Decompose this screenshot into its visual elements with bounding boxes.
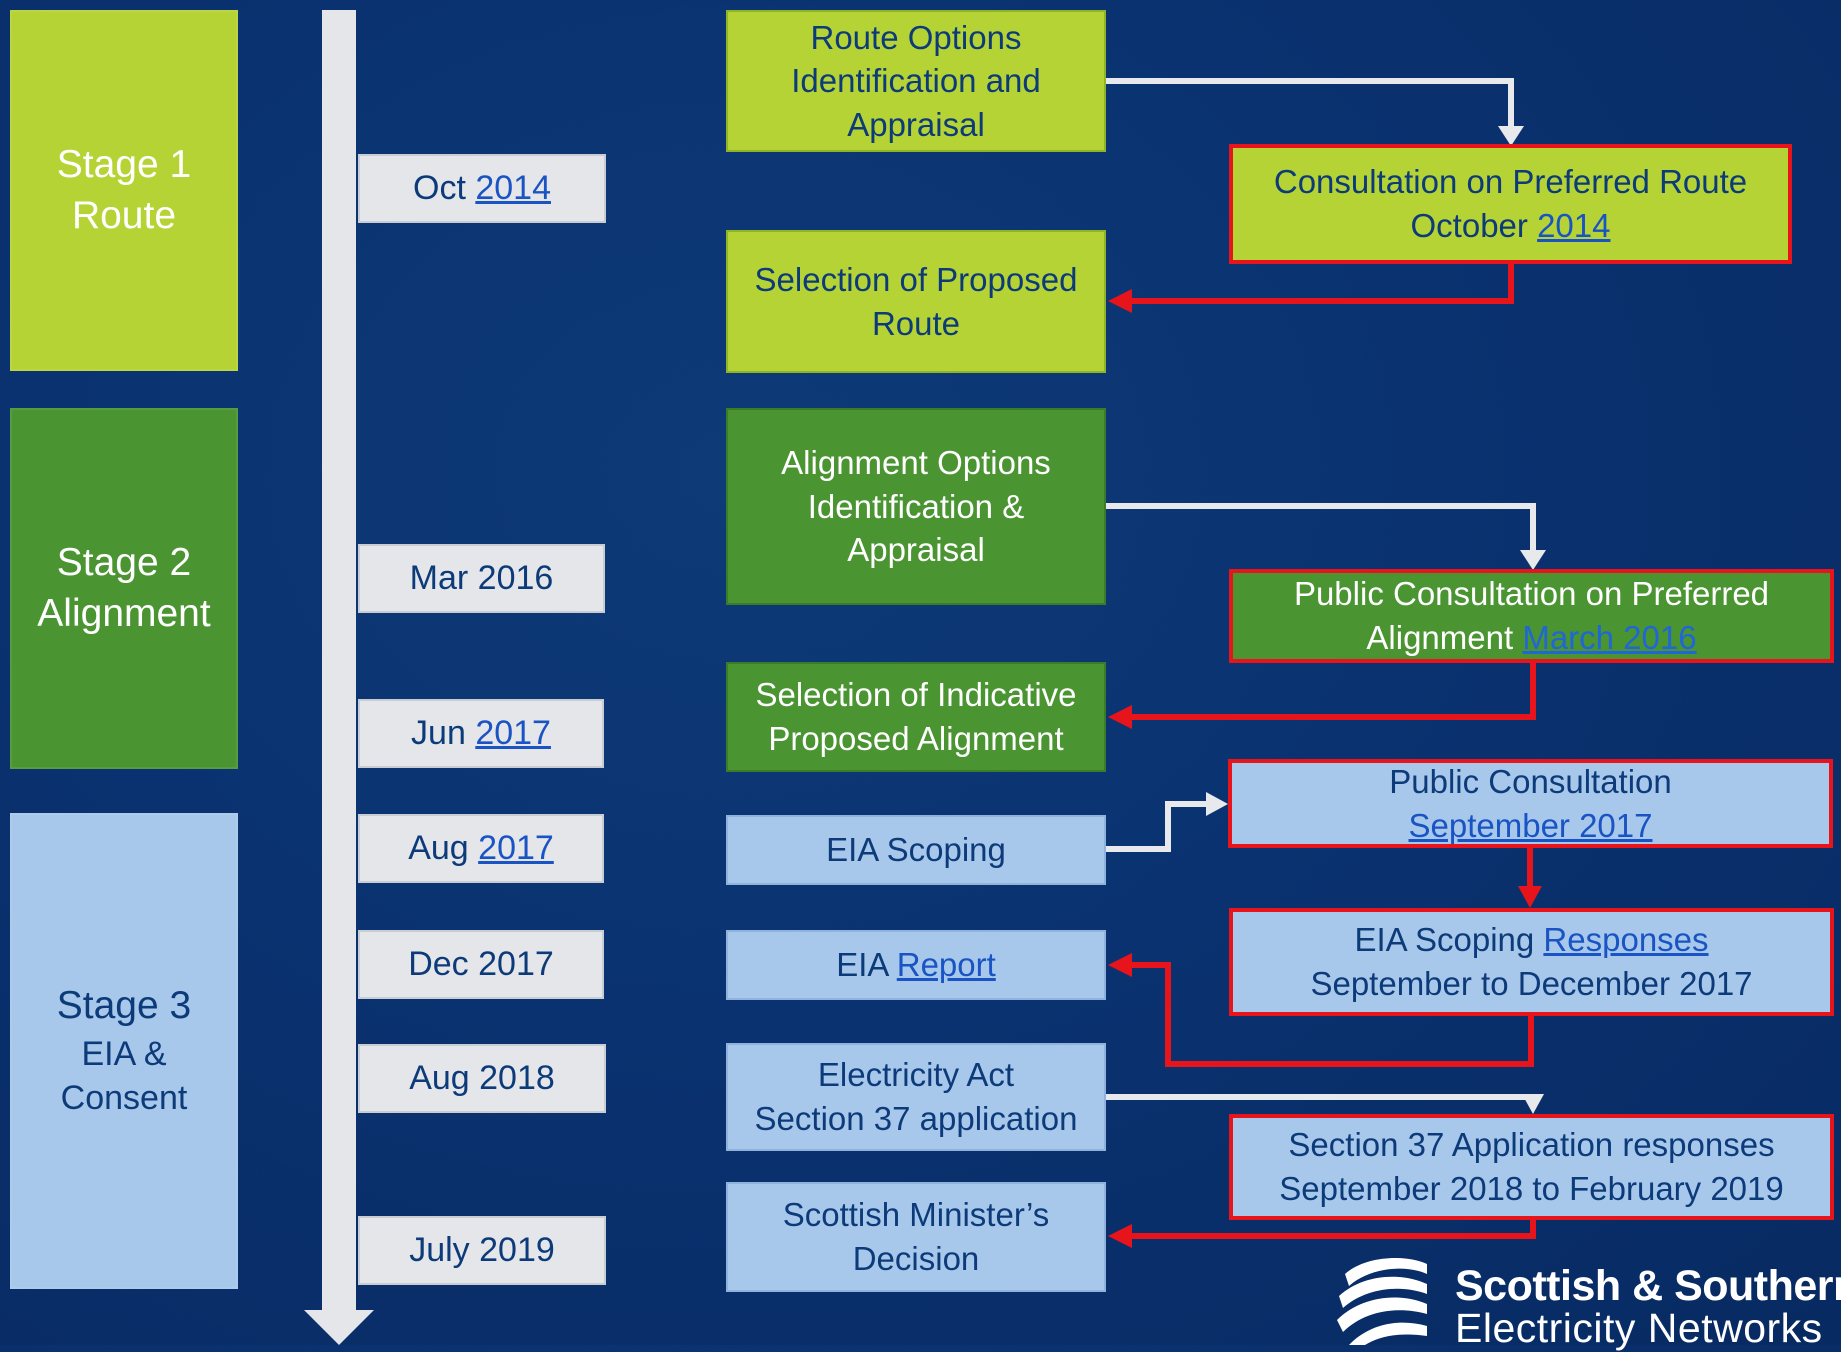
consultation-alignment-date-link[interactable]: March 2016 (1522, 619, 1697, 656)
eia-report-prefix: EIA (836, 946, 897, 984)
timeline-arrowhead (304, 1310, 374, 1345)
date-label: July 2019 (409, 1231, 555, 1270)
stage-1-box: Stage 1 Route (10, 10, 238, 371)
connector-public-consultation-arrowhead (1206, 792, 1228, 816)
consultation-route-title: Consultation on Preferred Route (1273, 163, 1748, 201)
date-year-link[interactable]: 2017 (475, 714, 551, 753)
logo-text-line2: Electricity Networks (1455, 1305, 1823, 1351)
date-jun-2017: Jun 2017 (358, 699, 604, 768)
alignment-options-box: Alignment Options Identification & Appra… (726, 408, 1106, 605)
date-mar-2016: Mar 2016 (358, 544, 605, 613)
consultation-preferred-route-box: Consultation on Preferred Route October … (1229, 144, 1792, 264)
public-consultation-date-link[interactable]: September 2017 (1408, 806, 1653, 844)
connector-consultation-to-selection-alignment (1130, 663, 1536, 720)
date-label: Aug (408, 829, 479, 868)
eia-report-link[interactable]: Report (896, 946, 996, 984)
stage-2-subtitle: Alignment (37, 591, 211, 635)
public-consultation-sept-2017-box: Public Consultation September 2017 (1228, 759, 1833, 848)
connector-selection-alignment-arrowhead (1108, 705, 1132, 729)
consultation-route-prefix: October (1410, 207, 1538, 244)
timeline-bar (322, 10, 356, 1310)
consultation-alignment-title: Public Consultation on Preferred (1293, 575, 1770, 613)
connector-eia-report-arrowhead (1108, 953, 1132, 977)
public-consultation-title: Public Consultation (1389, 762, 1672, 800)
connector-act-to-s37-responses (1106, 1094, 1536, 1108)
s37-responses-title: Section 37 Application responses (1288, 1126, 1775, 1164)
connector-s37-to-decision (1130, 1220, 1536, 1239)
connector-route-to-consultation (1106, 78, 1514, 130)
date-dec-2017: Dec 2017 (358, 930, 604, 999)
date-label: Dec 2017 (408, 945, 554, 984)
date-label: Jun (411, 714, 476, 753)
date-label: Mar 2016 (409, 559, 554, 598)
stage-3-title: Stage 3 (56, 984, 192, 1028)
eia-scoping-responses-box: EIA Scoping Responses September to Decem… (1229, 908, 1834, 1016)
date-july-2019: July 2019 (358, 1216, 606, 1285)
scoping-responses-link[interactable]: Responses (1543, 921, 1709, 959)
scoping-responses-prefix: EIA Scoping (1354, 921, 1544, 959)
connector-scoping-to-public-consultation (1106, 801, 1210, 852)
scoping-responses-dates: September to December 2017 (1310, 965, 1753, 1002)
date-label: Oct (413, 169, 476, 208)
consultation-route-year-link[interactable]: 2014 (1537, 207, 1611, 244)
eia-scoping-box: EIA Scoping (726, 815, 1106, 885)
consultation-alignment-prefix: Alignment (1366, 619, 1523, 656)
connector-decision-arrowhead (1108, 1224, 1132, 1248)
stage-2-box: Stage 2 Alignment (10, 408, 238, 769)
eia-report-box: EIA Report (726, 930, 1106, 1000)
stage-3-box: Stage 3 EIA & Consent (10, 813, 238, 1289)
electricity-act-box: Electricity Act Section 37 application (726, 1043, 1106, 1151)
stage-1-title: Stage 1 (56, 142, 192, 186)
connector-route-arrowhead (1498, 126, 1524, 146)
date-label: Aug 2018 (409, 1059, 555, 1098)
stage-2-title: Stage 2 (56, 540, 192, 584)
date-year-link[interactable]: 2014 (475, 169, 551, 208)
date-oct-2014: Oct 2014 (358, 154, 606, 223)
consultation-preferred-alignment-box: Public Consultation on Preferred Alignme… (1229, 569, 1834, 663)
connector-selection-route-arrowhead (1108, 289, 1132, 313)
selection-proposed-route-box: Selection of Proposed Route (726, 230, 1106, 373)
date-aug-2018: Aug 2018 (358, 1044, 606, 1113)
connector-alignment-to-consultation (1106, 503, 1536, 554)
stage-1-subtitle: Route (71, 193, 177, 237)
section-37-responses-box: Section 37 Application responses Septemb… (1229, 1114, 1834, 1220)
connector-consultation-to-selection-route (1130, 264, 1514, 304)
s37-responses-dates: September 2018 to February 2019 (1279, 1170, 1784, 1207)
date-aug-2017: Aug 2017 (358, 814, 604, 883)
date-year-link[interactable]: 2017 (478, 829, 554, 868)
minister-decision-box: Scottish Minister’s Decision (726, 1182, 1106, 1292)
stage-3-subtitle: EIA & (81, 1035, 167, 1074)
connector-s37-arrowhead (1522, 1094, 1544, 1114)
logo-text-line1: Scottish & Southern (1455, 1262, 1841, 1310)
ssen-logo-icon (1337, 1258, 1427, 1345)
connector-responses-arrowhead (1518, 886, 1542, 908)
stage-3-subtitle-2: Consent (60, 1079, 188, 1118)
selection-indicative-alignment-box: Selection of Indicative Proposed Alignme… (726, 662, 1106, 772)
connector-alignment-arrowhead (1520, 550, 1546, 570)
route-options-box: Route Options Identification and Apprais… (726, 10, 1106, 152)
